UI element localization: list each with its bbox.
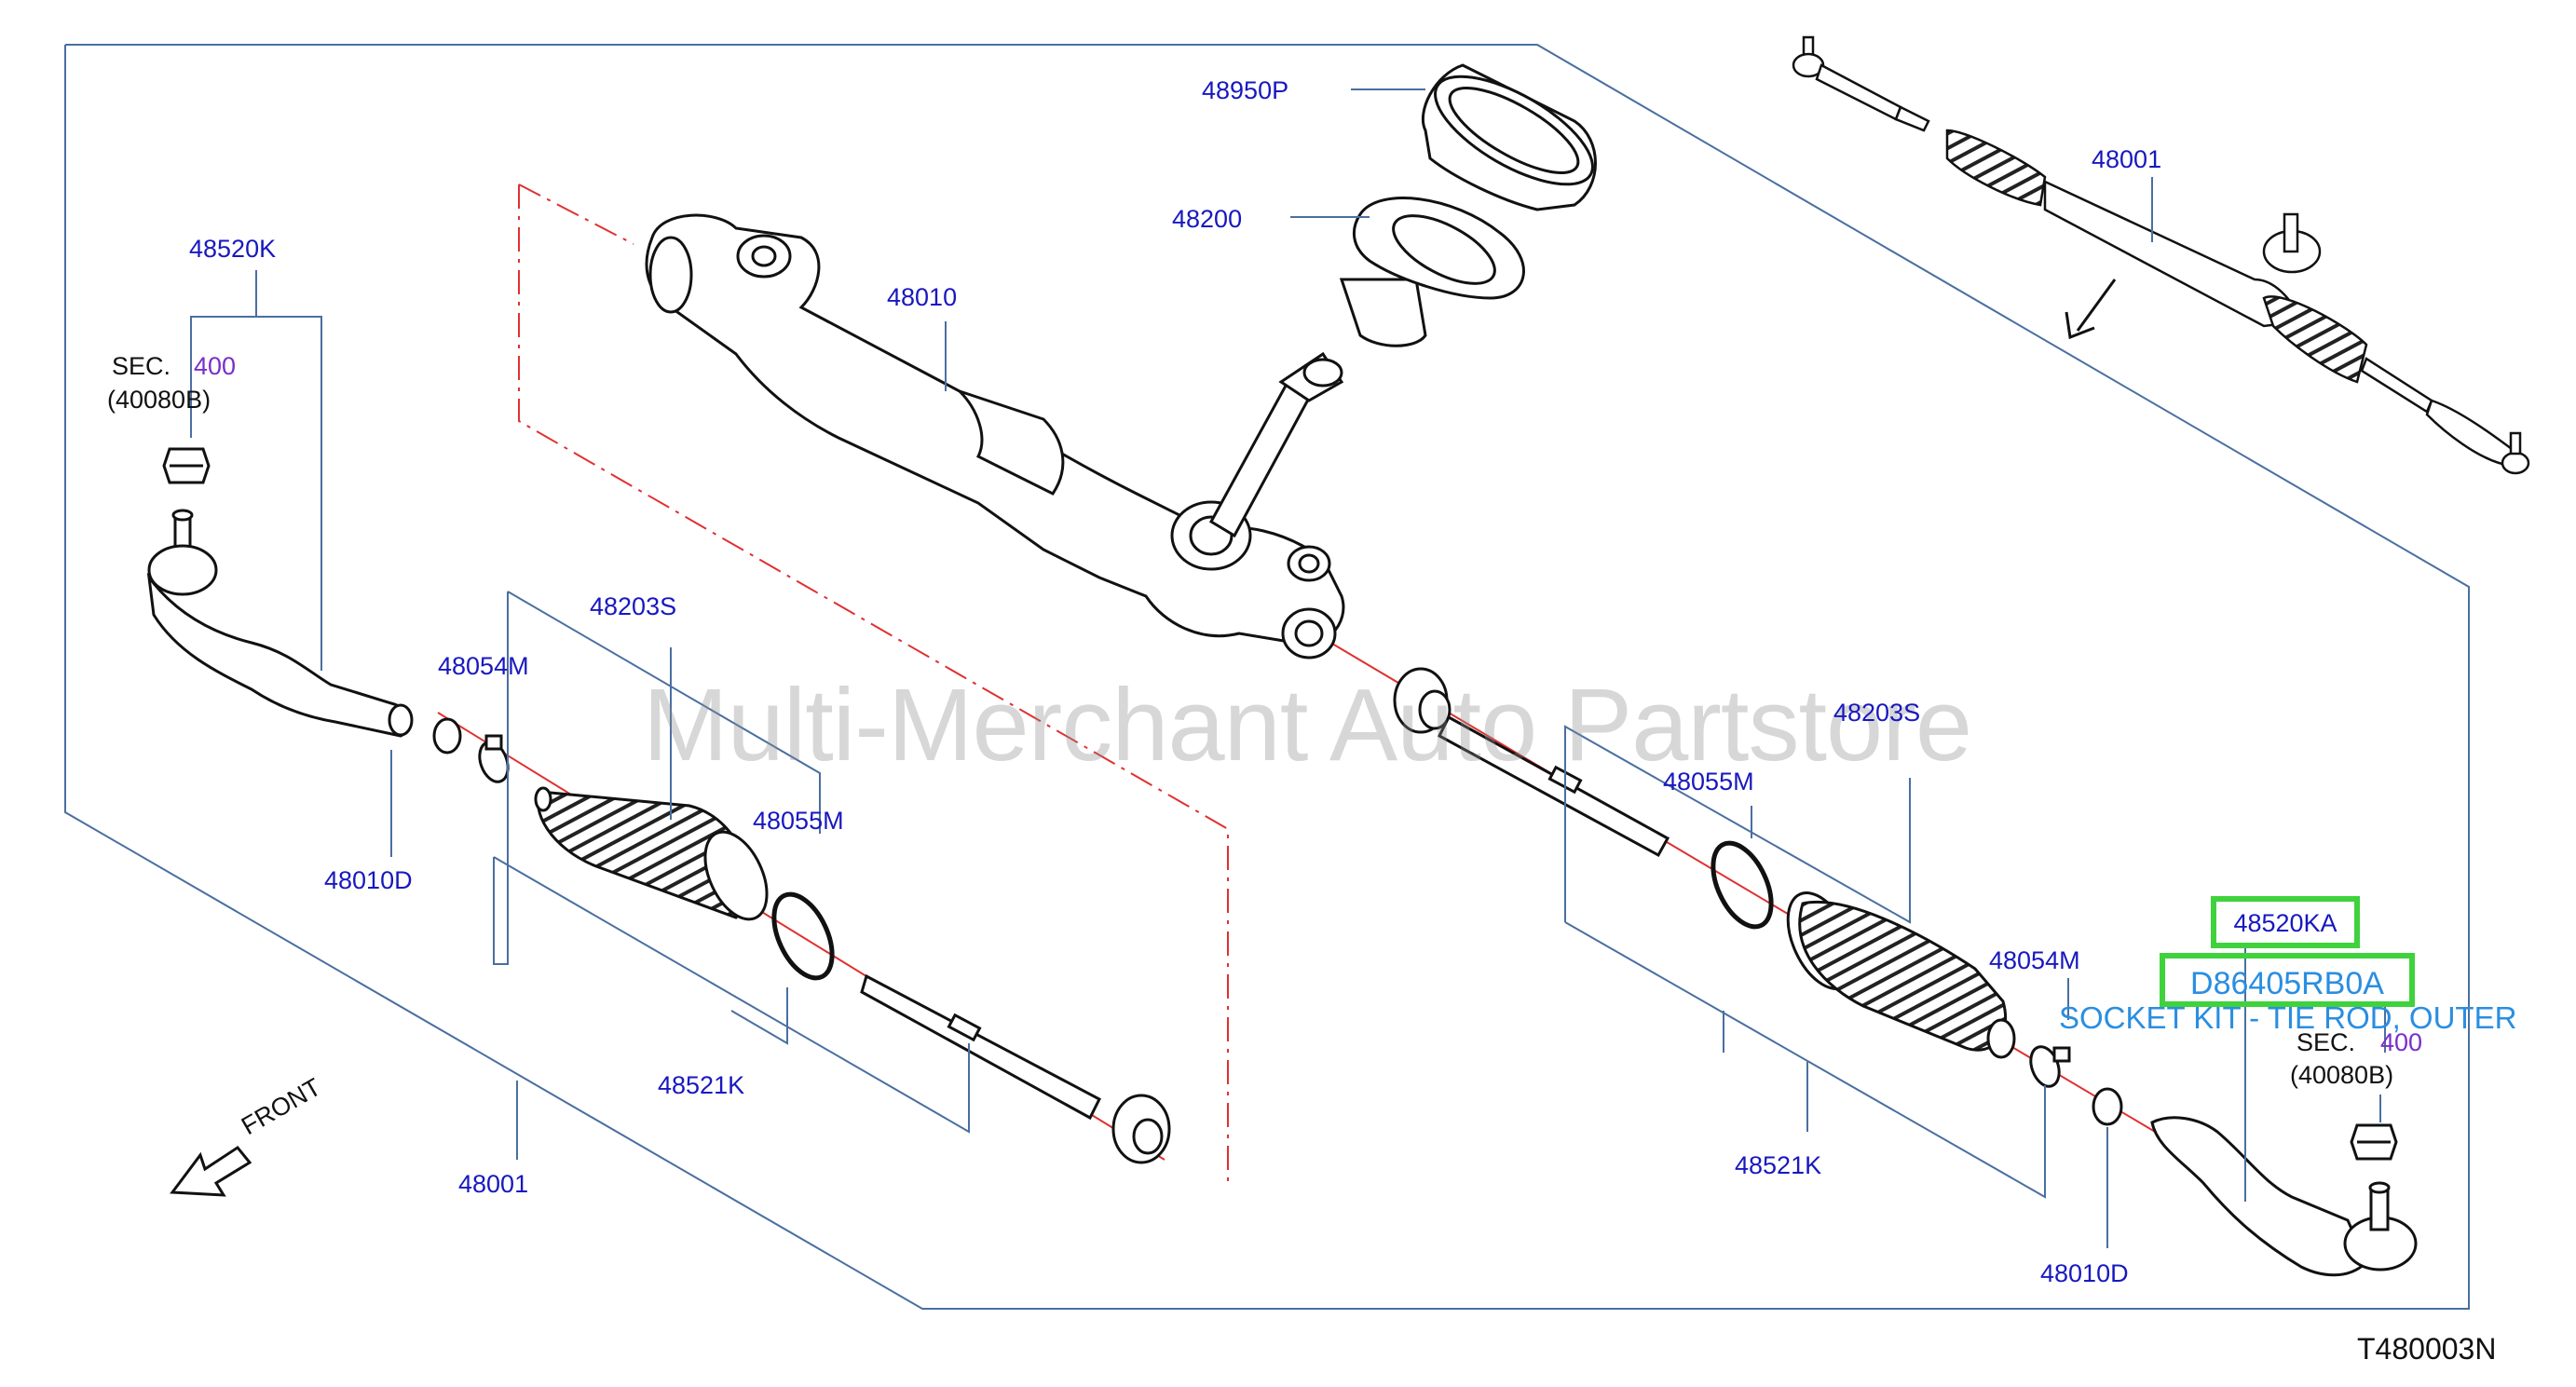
callout-48054M-left[interactable]: 48054M [438, 652, 529, 680]
callout-48010D-left[interactable]: 48010D [324, 866, 413, 894]
part-description: SOCKET KIT - TIE ROD, OUTER [2059, 1000, 2517, 1035]
callout-48520KA[interactable]: 48520KA [2233, 909, 2337, 937]
left-nut [162, 447, 211, 484]
right-lock-nut [2092, 1087, 2123, 1126]
callout-48200[interactable]: 48200 [1172, 205, 1243, 233]
callout-48055M-right[interactable]: 48055M [1663, 768, 1754, 795]
callout-48203S-left[interactable]: 48203S [590, 592, 677, 620]
inset-arrow [2065, 279, 2117, 340]
section-ref-left: (40080B) [107, 386, 211, 414]
callout-48950P[interactable]: 48950P [1202, 76, 1289, 104]
housing-outline [518, 184, 1229, 1181]
section-label-left: SEC. [112, 352, 171, 380]
callout-48055M-left[interactable]: 48055M [753, 807, 844, 835]
right-boot [1798, 901, 2008, 1052]
callout-48001-inset[interactable]: 48001 [2092, 145, 2162, 173]
highlight-48520KA: 48520KA [2211, 896, 2360, 948]
left-clamp [478, 734, 510, 783]
callout-48010[interactable]: 48010 [887, 283, 958, 311]
callout-48521K-left[interactable]: 48521K [658, 1071, 745, 1099]
left-tie-rod-end [146, 509, 414, 738]
diagram-reference: T480003N [2357, 1332, 2497, 1366]
dust-cover [1339, 197, 1525, 347]
callout-48521K-right[interactable]: 48521K [1735, 1151, 1822, 1179]
left-lock-nut [432, 717, 462, 755]
callout-48010D-right[interactable]: 48010D [2040, 1259, 2129, 1287]
callout-48203S-right[interactable]: 48203S [1833, 699, 1921, 727]
left-inner-tie-rod [860, 973, 1171, 1164]
callout-48520K[interactable]: 48520K [189, 235, 277, 263]
right-large-clamp [1711, 840, 1774, 930]
section-label-right: SEC. [2297, 1028, 2356, 1056]
right-axis [1322, 637, 2172, 1142]
right-clamp [2029, 1045, 2071, 1088]
left-large-clamp [771, 891, 835, 981]
callout-48054M-right[interactable]: 48054M [1989, 946, 2080, 974]
part-number-link[interactable]: D86405RB0A [2190, 966, 2384, 1001]
callout-48001-main[interactable]: 48001 [458, 1170, 529, 1198]
boot-seal [1421, 63, 1597, 211]
inset-assembly [1792, 35, 2530, 475]
right-nut [2350, 1123, 2398, 1161]
front-arrow [170, 1146, 252, 1197]
section-ref-right: (40080B) [2290, 1061, 2394, 1089]
watermark: Multi-Merchant Auto Partstore [643, 668, 1972, 782]
rack-housing [645, 213, 1345, 660]
section-number-left[interactable]: 400 [194, 352, 237, 380]
leader-lines [190, 88, 2386, 1248]
assembly-frame [64, 44, 2470, 1310]
highlight-part-number: D86405RB0A [2160, 953, 2415, 1007]
section-number-right[interactable]: 400 [2380, 1028, 2423, 1056]
right-tie-rod-end [2150, 1116, 2418, 1277]
pinion-shaft [1208, 351, 1344, 538]
